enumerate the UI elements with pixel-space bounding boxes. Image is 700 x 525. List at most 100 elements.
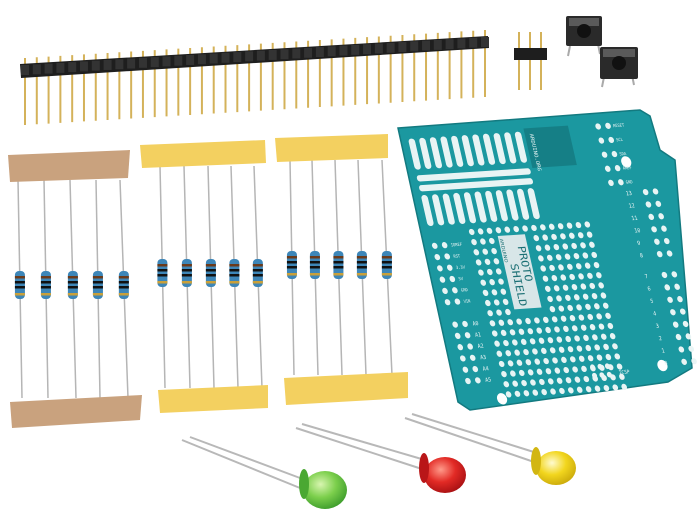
pad (441, 242, 448, 249)
header-segment (209, 53, 218, 64)
hole (516, 318, 522, 325)
hole (550, 388, 556, 395)
pad (454, 298, 461, 305)
hole (565, 377, 572, 384)
strip-pad (482, 133, 496, 165)
hole (538, 255, 544, 262)
resistor-band (309, 256, 320, 259)
icsp-pad (590, 364, 596, 371)
hole (507, 319, 514, 326)
hole (500, 288, 507, 295)
hole (551, 233, 557, 241)
hole (573, 294, 580, 301)
hole (547, 337, 554, 344)
header-segment (457, 38, 466, 49)
resistor-band (252, 269, 263, 272)
pad (651, 226, 657, 233)
hole (505, 391, 512, 398)
header-segment (339, 45, 348, 56)
led-lead (301, 423, 426, 461)
hole (585, 303, 591, 310)
strip-pad (495, 190, 508, 222)
pad (595, 123, 601, 130)
mounting-hole (657, 359, 668, 372)
hole (609, 333, 616, 340)
hole (572, 366, 578, 373)
hole (563, 366, 570, 374)
hole (567, 263, 573, 270)
pad (654, 238, 660, 245)
header-segment (351, 44, 360, 55)
hole (589, 324, 596, 331)
resistor-band (14, 293, 25, 296)
strip-pad (432, 194, 445, 226)
pad (446, 264, 453, 271)
pad (444, 253, 451, 260)
resistor-band (333, 261, 344, 264)
hole (485, 299, 491, 307)
hole (480, 238, 486, 245)
resistor-band (205, 274, 216, 277)
strip-pad (419, 137, 432, 169)
strip-pad (517, 188, 530, 220)
resistor-band (252, 274, 263, 277)
header-segment (115, 59, 124, 70)
pad (661, 271, 668, 279)
resistor-band (118, 276, 129, 279)
hole (558, 346, 565, 353)
pad (618, 179, 624, 186)
hole (583, 334, 589, 341)
header-segment (32, 64, 41, 75)
resistor-band (381, 261, 392, 264)
pad (663, 237, 670, 245)
strip-pad (453, 192, 466, 224)
hole (551, 316, 558, 323)
hole (569, 273, 575, 281)
button-cap (612, 56, 626, 70)
hole (553, 243, 560, 251)
hole (573, 252, 580, 260)
hole (549, 347, 556, 354)
pin-label: 11 (631, 216, 638, 223)
resistor-band (286, 261, 297, 264)
pad (452, 321, 458, 328)
hole (555, 254, 562, 261)
hole (603, 343, 609, 350)
resistor-band (157, 274, 168, 277)
resistor-band (356, 256, 367, 259)
hole (545, 368, 552, 375)
strip-pad (493, 133, 506, 165)
resistor-band (229, 264, 240, 267)
header-segment (103, 59, 112, 70)
hole (505, 350, 512, 357)
pad (645, 201, 652, 208)
pin-label: 3.3V (455, 264, 466, 270)
hole (552, 357, 558, 364)
header-segment (44, 63, 53, 74)
hole (489, 237, 495, 245)
header-segment (138, 57, 147, 68)
strip-pad (440, 136, 453, 168)
hole (560, 274, 567, 281)
header-segment (280, 49, 289, 60)
pin-labels: IOREFRST3.3V5VGNDVINA0A1A2A3A4A513121110… (450, 122, 668, 384)
resistor-band (67, 281, 78, 284)
resistor-band (205, 264, 216, 267)
led-lens (424, 457, 466, 493)
resistor-band (67, 286, 78, 289)
hole (477, 228, 484, 235)
pad (691, 358, 697, 365)
hole (540, 224, 546, 231)
pad (472, 365, 479, 373)
led-lead (295, 427, 426, 471)
resistor-band (181, 264, 192, 267)
pad (661, 225, 667, 232)
hole (527, 369, 534, 376)
hole (589, 241, 595, 248)
hole (516, 359, 523, 366)
hole (562, 243, 569, 250)
hole (596, 313, 602, 320)
pin-label: 5V (458, 276, 464, 282)
resistor-band (40, 281, 51, 284)
